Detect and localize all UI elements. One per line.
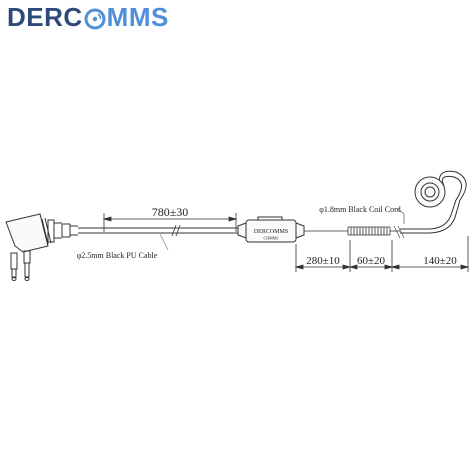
dim-label-inline-box: 280±10 bbox=[306, 255, 340, 267]
dim-main-cable bbox=[102, 213, 238, 232]
dim-label-coil: 60±20 bbox=[357, 255, 386, 267]
right-angle-plug bbox=[5, 213, 78, 281]
coil-cord-leader bbox=[397, 208, 405, 224]
dim-label-earpiece-cable: 140±20 bbox=[423, 255, 457, 267]
pu-cable bbox=[78, 224, 238, 251]
brand-text-dark: DERC bbox=[7, 1, 83, 32]
dim-label-main-cable: 780±30 bbox=[152, 205, 189, 219]
box-brand-label: DERCOMMS bbox=[254, 229, 288, 235]
ear-hook bbox=[393, 170, 467, 239]
brand-logo: DERC MMS bbox=[7, 2, 169, 32]
pu-cable-label: φ2.5mm Black PU Cable bbox=[77, 251, 158, 260]
coil-cord-label: φ1.8mm Black Coil Cord bbox=[319, 205, 401, 214]
box-sub-label: CHMMS bbox=[264, 236, 279, 241]
inline-ptt-box bbox=[237, 216, 305, 243]
brand-text-light: MMS bbox=[106, 1, 169, 32]
dim-chain bbox=[294, 236, 470, 272]
coil-cord bbox=[304, 226, 400, 236]
signal-o-icon bbox=[84, 6, 106, 30]
